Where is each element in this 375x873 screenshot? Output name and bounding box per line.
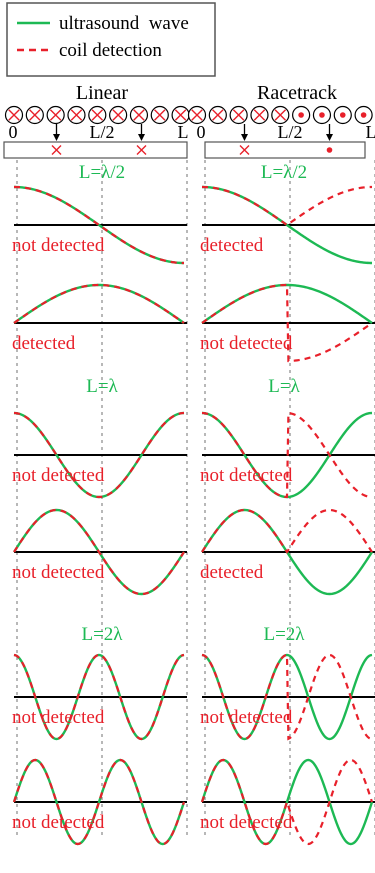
section-label-linear: L=λ: [86, 376, 118, 397]
diagram-panels: Linear 0 L/2 L Racetrack 0 L/2 L L=λ/2 L=λ/2 not d…: [3, 82, 375, 846]
coil-cross-icon: [274, 109, 287, 121]
column-header-linear: Linear 0 L/2 L: [3, 82, 190, 159]
axis-label-racetrack-0: 0: [197, 122, 206, 142]
coil-cross-icon: [8, 109, 20, 121]
coil-cross-icon: [70, 109, 83, 121]
arrow-head-icon: [138, 134, 145, 141]
ultrasound-wave-curve: [13, 283, 185, 324]
coil-dot-icon: [360, 112, 367, 118]
coil-detection-curve: [200, 758, 374, 846]
legend: ultrasound wave coil detection: [6, 2, 216, 77]
status-label-racetrack: not detected: [200, 707, 293, 728]
status-label-linear: detected: [12, 333, 76, 354]
coil-cross-icon: [112, 109, 124, 121]
coil-dot-icon: [339, 112, 346, 118]
plot-linear-1-0: not detected: [12, 411, 187, 499]
coil-detection-curve: [13, 508, 185, 596]
legend-wave-label: ultrasound wave: [59, 13, 189, 34]
arrow-head-icon: [241, 134, 248, 141]
coil-cross-icon: [49, 109, 62, 121]
plot-racetrack-2-1: not detected: [200, 758, 375, 846]
strip-dot-icon: [326, 147, 333, 153]
coil-detection-curve: [201, 185, 373, 227]
ultrasound-wave-curve: [201, 185, 373, 265]
column-header-racetrack: Racetrack 0 L/2 L: [187, 82, 375, 159]
coil-cross-icon: [191, 109, 203, 121]
axis-label-linear-1: L/2: [90, 122, 115, 142]
status-label-racetrack: detected: [200, 562, 264, 583]
axis-label-linear-2: L: [178, 122, 189, 142]
ultrasound-wave-curve: [13, 185, 185, 265]
coil-detection-curve: [201, 653, 373, 741]
section-2: L=2λ L=2λ not detected not detected not dete…: [12, 624, 375, 846]
coil-cross-icon: [154, 109, 166, 121]
coil-cross-icon: [212, 109, 224, 121]
strip-cross-icon: [136, 145, 147, 155]
strip-cross-icon: [239, 145, 250, 155]
plot-racetrack-1-1: detected: [200, 508, 375, 596]
section-0: L=λ/2 L=λ/2 not detected detected detected no…: [12, 162, 375, 363]
plot-racetrack-2-0: not detected: [200, 653, 375, 741]
coil-detection-curve: [12, 758, 186, 846]
coil-strip-linear: [3, 141, 188, 159]
legend-coil-label: coil detection: [59, 40, 162, 61]
coil-cross-icon: [91, 109, 104, 121]
coil-detection-curve: [201, 283, 373, 363]
section-label-racetrack: L=2λ: [263, 624, 305, 645]
coil-cross-icon: [232, 109, 245, 121]
section-1: L=λ L=λ not detected not detected not detect…: [12, 376, 375, 596]
plot-racetrack-0-1: not detected: [200, 283, 375, 363]
axis-label-racetrack-2: L: [366, 122, 375, 142]
plot-linear-1-1: not detected: [12, 508, 187, 596]
coil-strip-racetrack: [204, 141, 366, 159]
coil-detection-curve: [201, 411, 373, 499]
coil-dot-icon: [298, 112, 304, 118]
status-label-linear: not detected: [12, 235, 105, 256]
arrow-head-icon: [53, 134, 60, 141]
coil-cross-icon: [174, 109, 187, 121]
plot-racetrack-0-0: detected: [200, 185, 375, 265]
coil-detection-curve: [13, 411, 185, 499]
plot-linear-2-1: not detected: [12, 758, 187, 846]
status-label-racetrack: not detected: [200, 333, 293, 354]
section-label-linear: L=λ/2: [79, 162, 125, 183]
status-label-linear: not detected: [12, 812, 105, 833]
coil-detection-curve: [201, 508, 373, 555]
coil-detection-curve: [13, 283, 185, 324]
status-label-linear: not detected: [12, 465, 105, 486]
legend-box: [6, 2, 216, 77]
status-label-linear: not detected: [12, 562, 105, 583]
section-label-linear: L=2λ: [81, 624, 123, 645]
coil-dot-icon: [319, 112, 325, 118]
status-label-racetrack: not detected: [200, 465, 293, 486]
status-label-linear: not detected: [12, 707, 105, 728]
axis-label-racetrack-1: L/2: [278, 122, 303, 142]
status-label-racetrack: detected: [200, 235, 264, 256]
coil-cross-icon: [29, 109, 41, 121]
plot-linear-2-0: not detected: [12, 653, 187, 741]
section-label-racetrack: L=λ/2: [261, 162, 307, 183]
column-title-racetrack: Racetrack: [257, 82, 337, 104]
plot-linear-0-0: not detected: [12, 185, 187, 265]
column-title-linear: Linear: [76, 82, 129, 104]
coil-detection-curve: [13, 653, 185, 741]
axis-label-linear-0: 0: [9, 122, 18, 142]
plot-racetrack-1-0: not detected: [200, 411, 375, 499]
section-label-racetrack: L=λ: [268, 376, 300, 397]
plot-linear-0-1: detected: [12, 283, 187, 354]
status-label-racetrack: not detected: [200, 812, 293, 833]
coil-cross-icon: [133, 109, 145, 121]
strip-cross-icon: [51, 145, 62, 155]
coil-cross-icon: [253, 109, 266, 121]
arrow-head-icon: [326, 134, 333, 141]
